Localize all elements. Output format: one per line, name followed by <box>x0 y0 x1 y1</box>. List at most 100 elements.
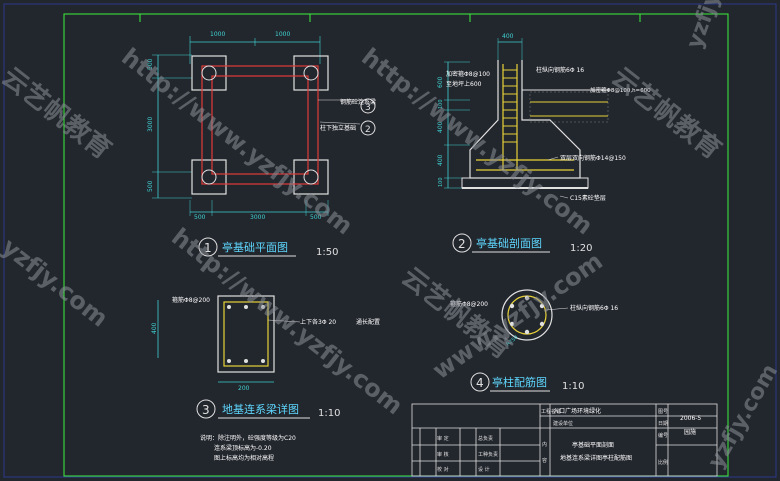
section-label-pier-elev: 至地坪上600 <box>446 80 482 88</box>
beam-stirrup-loop <box>223 301 269 367</box>
title-num: 2 <box>458 237 466 251</box>
foundation-plan: 1000 1000 500 3000 500 500 3000 500 <box>147 31 376 258</box>
callout-label: 钢筋砼连系梁 <box>340 98 376 106</box>
footing-pad <box>191 55 227 91</box>
callout-label: 柱下独立基础 <box>320 124 356 132</box>
tb-row: 审 定 <box>437 435 449 442</box>
title-num-bubble <box>452 233 472 253</box>
title-block <box>411 403 718 477</box>
beam-title: 地基连系梁详图 <box>222 402 299 416</box>
tb-client-label: 建设单位 <box>553 420 573 427</box>
tie-beam-detail: 400 箍筋Φ8@200 上下各3Φ 20 通长配置 200 3 地基连系梁详图… <box>151 295 380 462</box>
tie-beam-outline <box>211 75 309 175</box>
tb-row: 校 对 <box>437 466 449 473</box>
column-circle <box>201 169 217 185</box>
watermark-brand: 云艺帆教育 <box>606 61 728 165</box>
column-stirrup: 箍筋Φ8@200 <box>450 300 488 308</box>
tb-date: 2006-5 <box>680 415 701 422</box>
title-num: 1 <box>204 241 212 255</box>
beam-height-dim: 400 <box>151 322 158 334</box>
column-circle <box>201 65 217 81</box>
tb-project-name: 入口广场环境绿化 <box>553 407 601 415</box>
beam-scale: 1:10 <box>318 408 340 419</box>
tb-sheet-value: 园施 <box>684 428 696 436</box>
column-rebar: 柱纵向钢筋6Φ 16 <box>570 304 618 312</box>
section-title: 亭基础剖面图 <box>476 236 542 250</box>
tb-content-label: 容 <box>542 457 547 464</box>
tb-row-right: 工种负责 <box>478 451 498 458</box>
footing-pad <box>293 55 329 91</box>
beam-section <box>217 295 275 373</box>
drawing-border <box>63 13 729 477</box>
tb-scale-label: 比例 <box>658 459 668 466</box>
callout-bubble <box>360 120 376 136</box>
column-circle <box>303 65 319 81</box>
tb-drawing-no-label: 图号 <box>658 409 668 415</box>
tb-row: 审 核 <box>437 451 449 458</box>
plan-dim-bottom-right: 500 <box>310 214 322 221</box>
column-rebar-detail: 箍筋Φ8@200 柱纵向钢筋6Φ 16 R250 4 亭柱配筋图 1:10 <box>450 289 618 392</box>
section-left-dim: 600 <box>437 76 444 88</box>
plan-dim-top-left: 1000 <box>210 31 225 38</box>
tb-content-line: 亭基础平面剖面 <box>572 441 614 449</box>
note-line: 图上标高均为相对高程 <box>214 454 274 462</box>
title-num: 4 <box>476 376 484 390</box>
column-circle <box>303 169 319 185</box>
section-left-dim: 400 <box>437 154 444 166</box>
watermark-url: yzfjy.com <box>0 233 113 333</box>
section-label-mesh: 双层双向钢筋Φ14@150 <box>560 154 626 162</box>
callout-num: 2 <box>365 125 371 135</box>
tie-beam-outline <box>201 65 319 185</box>
section-left-dim: 400 <box>437 121 444 133</box>
title-num-bubble <box>470 372 490 392</box>
callout-bubble <box>360 98 376 114</box>
beam-width-dim: 200 <box>238 385 250 392</box>
footing-pad <box>191 159 227 195</box>
section-label-stirrup-dense: 加密箍Φ8@100,h=600 <box>590 86 651 94</box>
column-outline <box>501 289 553 341</box>
section-left-dim: 100 <box>438 177 444 187</box>
column-scale: 1:10 <box>562 381 584 392</box>
title-num-bubble <box>198 237 218 257</box>
section-label-column-rebar: 柱纵向钢筋6Φ 16 <box>536 66 584 74</box>
section-label-cushion: C15素砼垫层 <box>570 194 606 202</box>
note-line: 说明：除注明外，砼强度等级为C20 <box>200 434 296 442</box>
title-block-text: 工程名称 入口广场环境绿化 图号 建设单位 日期 2006-5 编号 园施 审 … <box>437 407 701 473</box>
title-num: 3 <box>202 403 210 417</box>
tb-sheet-label: 编号 <box>658 432 668 439</box>
callout-num: 3 <box>365 103 371 113</box>
section-label-stirrup: 加密箍Φ8@100 <box>446 70 490 78</box>
foundation-section: 400 600 100 400 400 100 <box>437 33 651 254</box>
tb-content-line: 地基连系梁详图亭柱配筋图 <box>560 454 632 462</box>
ground-fill <box>529 91 609 123</box>
column-title: 亭柱配筋图 <box>492 375 547 389</box>
tb-content-label: 内 <box>542 441 547 448</box>
plan-scale: 1:50 <box>316 247 338 258</box>
beam-rebar-label: 上下各3Φ 20 <box>300 318 336 326</box>
title-num-bubble <box>196 399 216 419</box>
outer-frame <box>3 3 777 478</box>
section-left-dim: 100 <box>438 99 444 109</box>
beam-stirrup: 箍筋Φ8@200 <box>172 296 210 304</box>
plan-dim-left-top: 500 <box>147 58 154 70</box>
beam-rebar-note: 通长配置 <box>356 318 380 326</box>
plan-dim-bottom-left: 500 <box>194 214 206 221</box>
section-top-dim: 400 <box>502 33 514 40</box>
watermark-url: yzfjy.com <box>682 0 745 52</box>
tb-row-right: 总负责 <box>478 435 493 442</box>
watermark-url: http://www.yzfjy.com <box>116 43 358 241</box>
watermark-brand: 云艺帆教育 <box>0 61 117 165</box>
footing-pad <box>293 159 329 195</box>
plan-title: 亭基础平面图 <box>222 240 288 254</box>
plan-dim-left-mid: 3000 <box>147 117 154 132</box>
section-scale: 1:20 <box>570 243 592 254</box>
plan-dim-left-bottom: 500 <box>147 180 154 192</box>
plan-dim-bottom-mid: 3000 <box>250 214 265 221</box>
note-line: 连系梁顶标高为-0.20 <box>214 444 272 452</box>
tb-row-right: 设 计 <box>478 466 490 473</box>
tb-date-label: 日期 <box>658 421 668 427</box>
plan-dim-top-right: 1000 <box>275 31 290 38</box>
watermark-url: yzfjy.com <box>704 360 780 473</box>
